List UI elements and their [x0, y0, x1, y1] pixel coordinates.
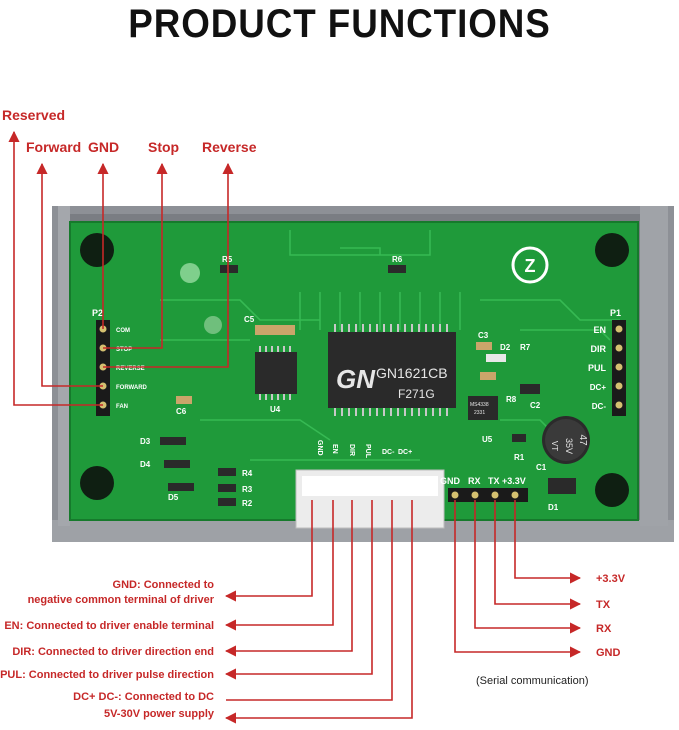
- pin-label-forward: FORWARD: [116, 385, 148, 391]
- svg-text:R8: R8: [506, 395, 517, 404]
- svg-text:C5: C5: [244, 315, 255, 324]
- svg-text:47: 47: [577, 434, 588, 446]
- desc-dir: DIR: Connected to driver direction end: [12, 646, 214, 658]
- svg-text:C6: C6: [176, 407, 187, 416]
- pin-label-com: COM: [116, 328, 130, 334]
- svg-text:EN: EN: [331, 444, 338, 454]
- desc-en: EN: Connected to driver enable terminal: [4, 620, 214, 632]
- label-serial-rx: RX: [596, 623, 612, 635]
- svg-text:C3: C3: [478, 331, 489, 340]
- svg-text:DC+: DC+: [590, 383, 607, 392]
- svg-text:DIR: DIR: [591, 344, 607, 354]
- svg-text:D3: D3: [140, 437, 151, 446]
- desc-gnd-line1: GND: Connected to: [113, 579, 215, 591]
- svg-text:+3.3V: +3.3V: [502, 476, 526, 486]
- svg-text:D5: D5: [168, 493, 179, 502]
- serial-note: (Serial communication): [476, 675, 588, 687]
- desc-gnd-line2: negative common terminal of driver: [28, 594, 215, 606]
- label-gnd: GND: [88, 139, 119, 155]
- svg-text:D1: D1: [548, 503, 559, 512]
- svg-text:PUL: PUL: [588, 363, 607, 373]
- capacitor-c1: 47 35V VT C1: [536, 416, 590, 472]
- svg-text:DC-: DC-: [592, 402, 607, 411]
- svg-text:R1: R1: [514, 453, 525, 462]
- label-serial-gnd: GND: [596, 647, 621, 659]
- pin-label-fan: FAN: [116, 404, 128, 410]
- svg-text:VT: VT: [550, 441, 559, 451]
- svg-text:EN: EN: [593, 325, 606, 335]
- svg-text:GND: GND: [440, 476, 461, 486]
- serial-leader-lines: [454, 500, 582, 658]
- svg-text:R3: R3: [242, 485, 253, 494]
- svg-text:GN: GN: [336, 364, 376, 394]
- svg-text:R6: R6: [392, 255, 403, 264]
- serial-header: GND RX TX +3.3V: [440, 476, 528, 502]
- pin-label-stop: STOP: [116, 347, 132, 353]
- top-leader-lines: [8, 130, 234, 406]
- label-stop: Stop: [148, 139, 179, 155]
- svg-text:P2: P2: [92, 308, 103, 318]
- desc-dc-line2: 5V-30V power supply: [104, 708, 215, 720]
- svg-text:DC+: DC+: [398, 449, 412, 456]
- svg-text:R2: R2: [242, 499, 253, 508]
- svg-text:GN1621CB: GN1621CB: [376, 365, 448, 381]
- svg-text:R7: R7: [520, 343, 531, 352]
- passive-components: R5 R6 C5 C6 C3 D2 R7 C2 R8 R1 D1 D3 D4 D…: [140, 255, 576, 512]
- svg-text:R4: R4: [242, 469, 253, 478]
- svg-text:RX: RX: [468, 476, 481, 486]
- svg-text:DIR: DIR: [348, 444, 355, 456]
- desc-pul: PUL: Connected to driver pulse direction: [0, 669, 214, 681]
- page-title: PRODUCT FUNCTIONS: [128, 2, 551, 46]
- svg-text:P1: P1: [610, 308, 621, 318]
- svg-text:U4: U4: [270, 405, 281, 414]
- label-forward: Forward: [26, 139, 81, 155]
- svg-text:PUL: PUL: [364, 444, 371, 459]
- svg-text:TX: TX: [488, 476, 500, 486]
- label-reverse: Reverse: [202, 139, 257, 155]
- pin-label-reverse: REVERSE: [116, 366, 145, 372]
- label-reserved: Reserved: [2, 107, 65, 123]
- main-chip-gn1621cb: GN GN1621CB F271G: [328, 324, 456, 416]
- svg-text:35V: 35V: [564, 438, 574, 454]
- svg-text:U5: U5: [482, 435, 493, 444]
- bottom-leader-lines: [224, 500, 413, 724]
- svg-text:DC-: DC-: [382, 449, 395, 456]
- svg-text:C2: C2: [530, 401, 541, 410]
- right-header-p1: P1 EN DIR PUL DC+ DC-: [588, 308, 626, 416]
- svg-text:F271G: F271G: [398, 387, 435, 401]
- desc-dc-line1: DC+ DC-: Connected to DC: [73, 691, 214, 703]
- svg-text:2331: 2331: [474, 410, 485, 416]
- bottom-connector: GND EN DIR PUL DC- DC+: [295, 440, 445, 529]
- svg-text:Z: Z: [525, 256, 536, 276]
- label-serial-tx: TX: [596, 599, 611, 611]
- svg-text:D4: D4: [140, 460, 151, 469]
- svg-text:D2: D2: [500, 343, 511, 352]
- svg-text:GND: GND: [316, 440, 323, 456]
- label-serial-3v3: +3.3V: [596, 573, 626, 585]
- svg-text:MS4338: MS4338: [470, 402, 489, 408]
- svg-text:C1: C1: [536, 463, 547, 472]
- ic-u4: U4: [255, 346, 297, 414]
- ic-u5: MS4338 2331 U5: [468, 396, 498, 444]
